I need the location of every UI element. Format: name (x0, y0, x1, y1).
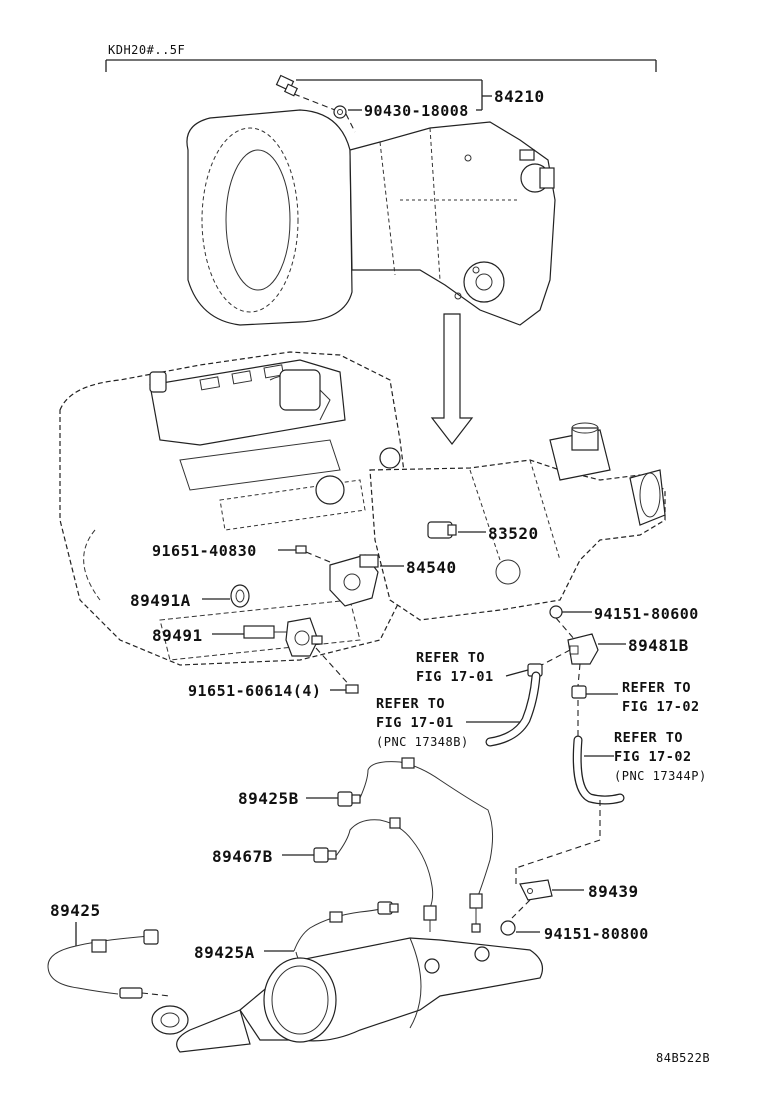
label-89439: 89439 (588, 882, 639, 901)
part-89467B-sensor: 89467B (212, 817, 437, 932)
part-84210-switch (275, 74, 336, 111)
part-89425B-sensor: 89425B (238, 757, 494, 933)
part-90430-gasket (333, 105, 356, 133)
label-89491: 89491 (152, 626, 203, 645)
ref2-line1: REFER TO (376, 696, 445, 712)
hose-17348B (485, 671, 541, 747)
label-84540: 84540 (406, 558, 457, 577)
ref2-line2: FIG 17-01 (376, 715, 454, 731)
label-89425A: 89425A (194, 943, 255, 962)
label-89425: 89425 (50, 901, 101, 920)
callout-84210: 84210 (296, 79, 545, 110)
ref1-line1: REFER TO (416, 650, 485, 666)
part-89439-bracket: 89439 (511, 879, 639, 919)
label-94151-80800: 94151-80800 (544, 925, 649, 943)
engine-assembly (59, 351, 411, 666)
header-bracket: KDH20#..5F (105, 43, 657, 72)
ref2-line3: (PNC 17348B) (376, 735, 469, 749)
label-89425B: 89425B (238, 789, 299, 808)
install-arrow (430, 313, 474, 445)
label-83520: 83520 (488, 524, 539, 543)
label-94151-80600: 94151-80600 (594, 605, 699, 623)
figure-code: 84B522B (656, 1051, 710, 1065)
callout-90430-18008: 90430-18008 (348, 102, 482, 120)
reference-fig-17-02-a: REFER TO FIG 17-02 (571, 680, 700, 715)
part-89481B-sensor: 89481B (535, 633, 689, 687)
transmission-assembly (186, 109, 556, 326)
label-91651-60614: 91651-60614(4) (188, 682, 321, 700)
transmission-installed (369, 422, 666, 621)
reference-fig-17-01-b: REFER TO FIG 17-01 (PNC 17348B) (376, 696, 520, 749)
ref3-line1: REFER TO (622, 680, 691, 696)
ref1-line2: FIG 17-01 (416, 669, 494, 685)
dashed-leader-89439 (515, 800, 601, 884)
label-91651-40830: 91651-40830 (152, 542, 257, 560)
ref4-line1: REFER TO (614, 730, 683, 746)
part-94151-80600-nut: 94151-80600 (549, 605, 699, 641)
ref4-line2: FIG 17-02 (614, 749, 692, 765)
part-91651-40830-bolt: 91651-40830 (152, 542, 331, 563)
part-94151-80800-nut: 94151-80800 (500, 920, 649, 943)
part-91651-60614-bolt: 91651-60614(4) (188, 682, 359, 700)
part-89491-sensor: 89491 (152, 617, 353, 689)
label-84210: 84210 (494, 87, 545, 106)
part-89491A-cover: 89491A (130, 584, 250, 610)
hose-17344P (572, 700, 625, 805)
part-83520-sensor: 83520 (427, 521, 539, 543)
exhaust-catalytic-converter (151, 937, 543, 1053)
model-code: KDH20#..5F (108, 43, 185, 57)
reference-fig-17-01-a: REFER TO FIG 17-01 (416, 650, 543, 685)
label-89491A: 89491A (130, 591, 191, 610)
label-90430-18008: 90430-18008 (364, 102, 469, 120)
part-84540-sensor: 84540 (329, 554, 457, 607)
part-89425-sensor: 89425 (47, 901, 171, 999)
label-89481B: 89481B (628, 636, 689, 655)
ref4-line3: (PNC 17344P) (614, 769, 707, 783)
label-89467B: 89467B (212, 847, 273, 866)
reference-fig-17-02-b: REFER TO FIG 17-02 (PNC 17344P) (584, 730, 707, 783)
ref3-line2: FIG 17-02 (622, 699, 700, 715)
